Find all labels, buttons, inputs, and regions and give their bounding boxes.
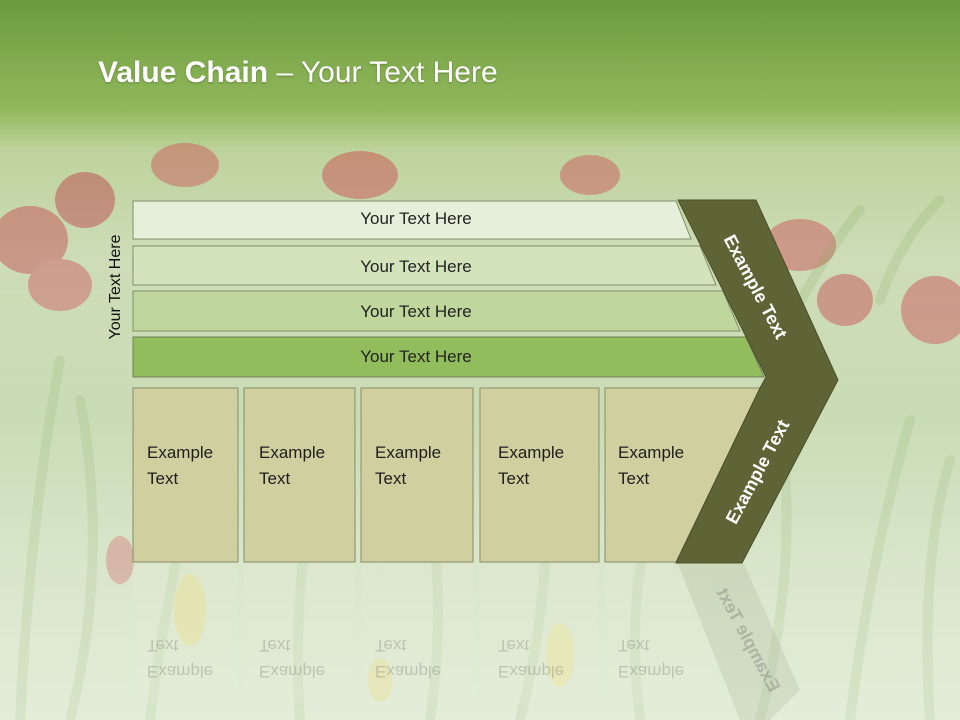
box-shape-2	[243, 387, 356, 563]
box-shape-4	[479, 387, 600, 563]
bar-label-4: Your Text Here	[360, 347, 472, 366]
chevron-arrow	[675, 199, 839, 564]
box-label-1: Example Text	[147, 443, 214, 488]
bar-shape-4	[132, 336, 765, 378]
box-shape-3	[360, 387, 474, 563]
bar-shape-2	[132, 245, 717, 286]
box-label-5: Example Text	[618, 443, 685, 488]
box-label-4: Example Text	[498, 443, 565, 488]
bar-label-1: Your Text Here	[360, 209, 472, 228]
bar-label-3: Your Text Here	[360, 302, 472, 321]
bar-shape-1	[132, 200, 692, 240]
title-bold: Value Chain	[98, 56, 269, 89]
box-shape-1	[132, 387, 239, 563]
box-label-3: Example Text	[375, 443, 442, 488]
bar-label-2: Your Text Here	[360, 257, 472, 276]
title-rest: – Your Text Here	[268, 56, 498, 89]
boxes-reflection	[133, 564, 800, 720]
bar-shape-3	[132, 290, 741, 332]
slide-title: Value Chain – Your Text Here	[98, 56, 498, 90]
box-label-2: Example Text	[259, 443, 326, 488]
